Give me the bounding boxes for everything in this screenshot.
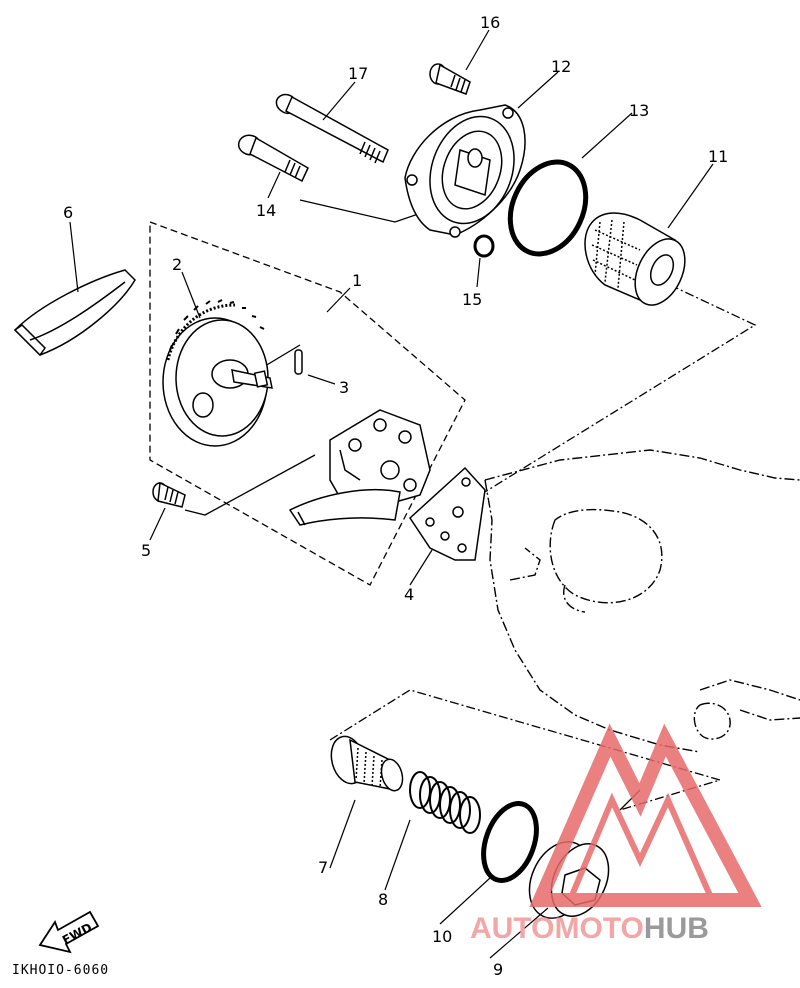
part-8-spring xyxy=(409,771,481,834)
callout-10: 10 xyxy=(432,927,452,946)
callout-17: 17 xyxy=(348,64,368,83)
automotohub-watermark-logo xyxy=(529,723,762,907)
part-5-screw xyxy=(152,481,186,508)
callout-1: 1 xyxy=(352,271,362,290)
part-12-filter-cover xyxy=(404,104,526,238)
part-17-long-bolt xyxy=(275,93,389,164)
fwd-arrow-icon: FWD xyxy=(38,910,100,954)
callout-leaders xyxy=(69,29,714,959)
callout-3: 3 xyxy=(339,378,349,397)
callout-4: 4 xyxy=(404,585,414,604)
part-7-oil-strainer xyxy=(330,735,404,792)
callout-9: 9 xyxy=(493,960,503,979)
callout-8: 8 xyxy=(378,890,388,909)
part-13-large-o-ring xyxy=(507,159,589,257)
part-15-small-o-ring xyxy=(473,234,495,258)
callout-11: 11 xyxy=(708,147,728,166)
watermark-part-a: AUTOMOTO xyxy=(470,912,644,945)
callout-7: 7 xyxy=(318,858,328,877)
part-3-dowel-pin xyxy=(294,349,303,375)
callout-13: 13 xyxy=(629,101,649,120)
part-16-short-bolt xyxy=(429,63,471,95)
callout-14: 14 xyxy=(256,201,276,220)
callout-16: 16 xyxy=(480,13,500,32)
crankcase-outline xyxy=(484,449,800,753)
part-10-o-ring xyxy=(481,801,539,883)
callout-2: 2 xyxy=(172,255,182,274)
part-4-gasket xyxy=(409,466,486,561)
callout-5: 5 xyxy=(141,541,151,560)
watermark-text: AUTOMOTOHUB xyxy=(470,912,709,945)
callout-6: 6 xyxy=(63,203,73,222)
watermark-part-b: HUB xyxy=(644,912,709,945)
callout-12: 12 xyxy=(551,57,571,76)
part-11-oil-filter-element xyxy=(584,212,686,306)
part-2-pump-gear xyxy=(162,299,273,447)
diagram-code: IKHOIO-6060 xyxy=(12,963,109,978)
callout-15: 15 xyxy=(462,290,482,309)
part-1-oil-pump-body xyxy=(288,409,431,526)
part-6-cover-plate xyxy=(13,269,136,357)
part-14-bolt xyxy=(237,134,309,183)
